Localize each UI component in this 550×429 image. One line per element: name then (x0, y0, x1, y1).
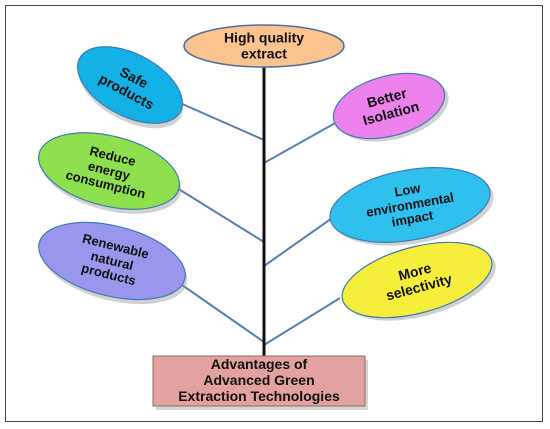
node-renewable-shape (38, 221, 186, 301)
node-safe-products-shape (77, 46, 183, 124)
node-better-isolation-shape (332, 72, 446, 140)
connector-better-isolation (263, 121, 338, 164)
diagram-frame (5, 5, 543, 422)
connector-low-environmental (263, 215, 336, 267)
connector-renewable (181, 284, 265, 343)
connector-safe-products (179, 102, 265, 141)
node-low-environmental-shape (329, 167, 491, 243)
connector-more-selectivity (263, 297, 341, 346)
node-top-shape (183, 24, 345, 68)
connector-reduce-energy (176, 187, 265, 243)
node-root-shape (152, 355, 366, 407)
node-reduce-energy-shape (38, 132, 180, 210)
node-more-selectivity-shape (341, 241, 493, 319)
node-root-label: Advantages of Advanced Green Extraction … (178, 356, 340, 404)
